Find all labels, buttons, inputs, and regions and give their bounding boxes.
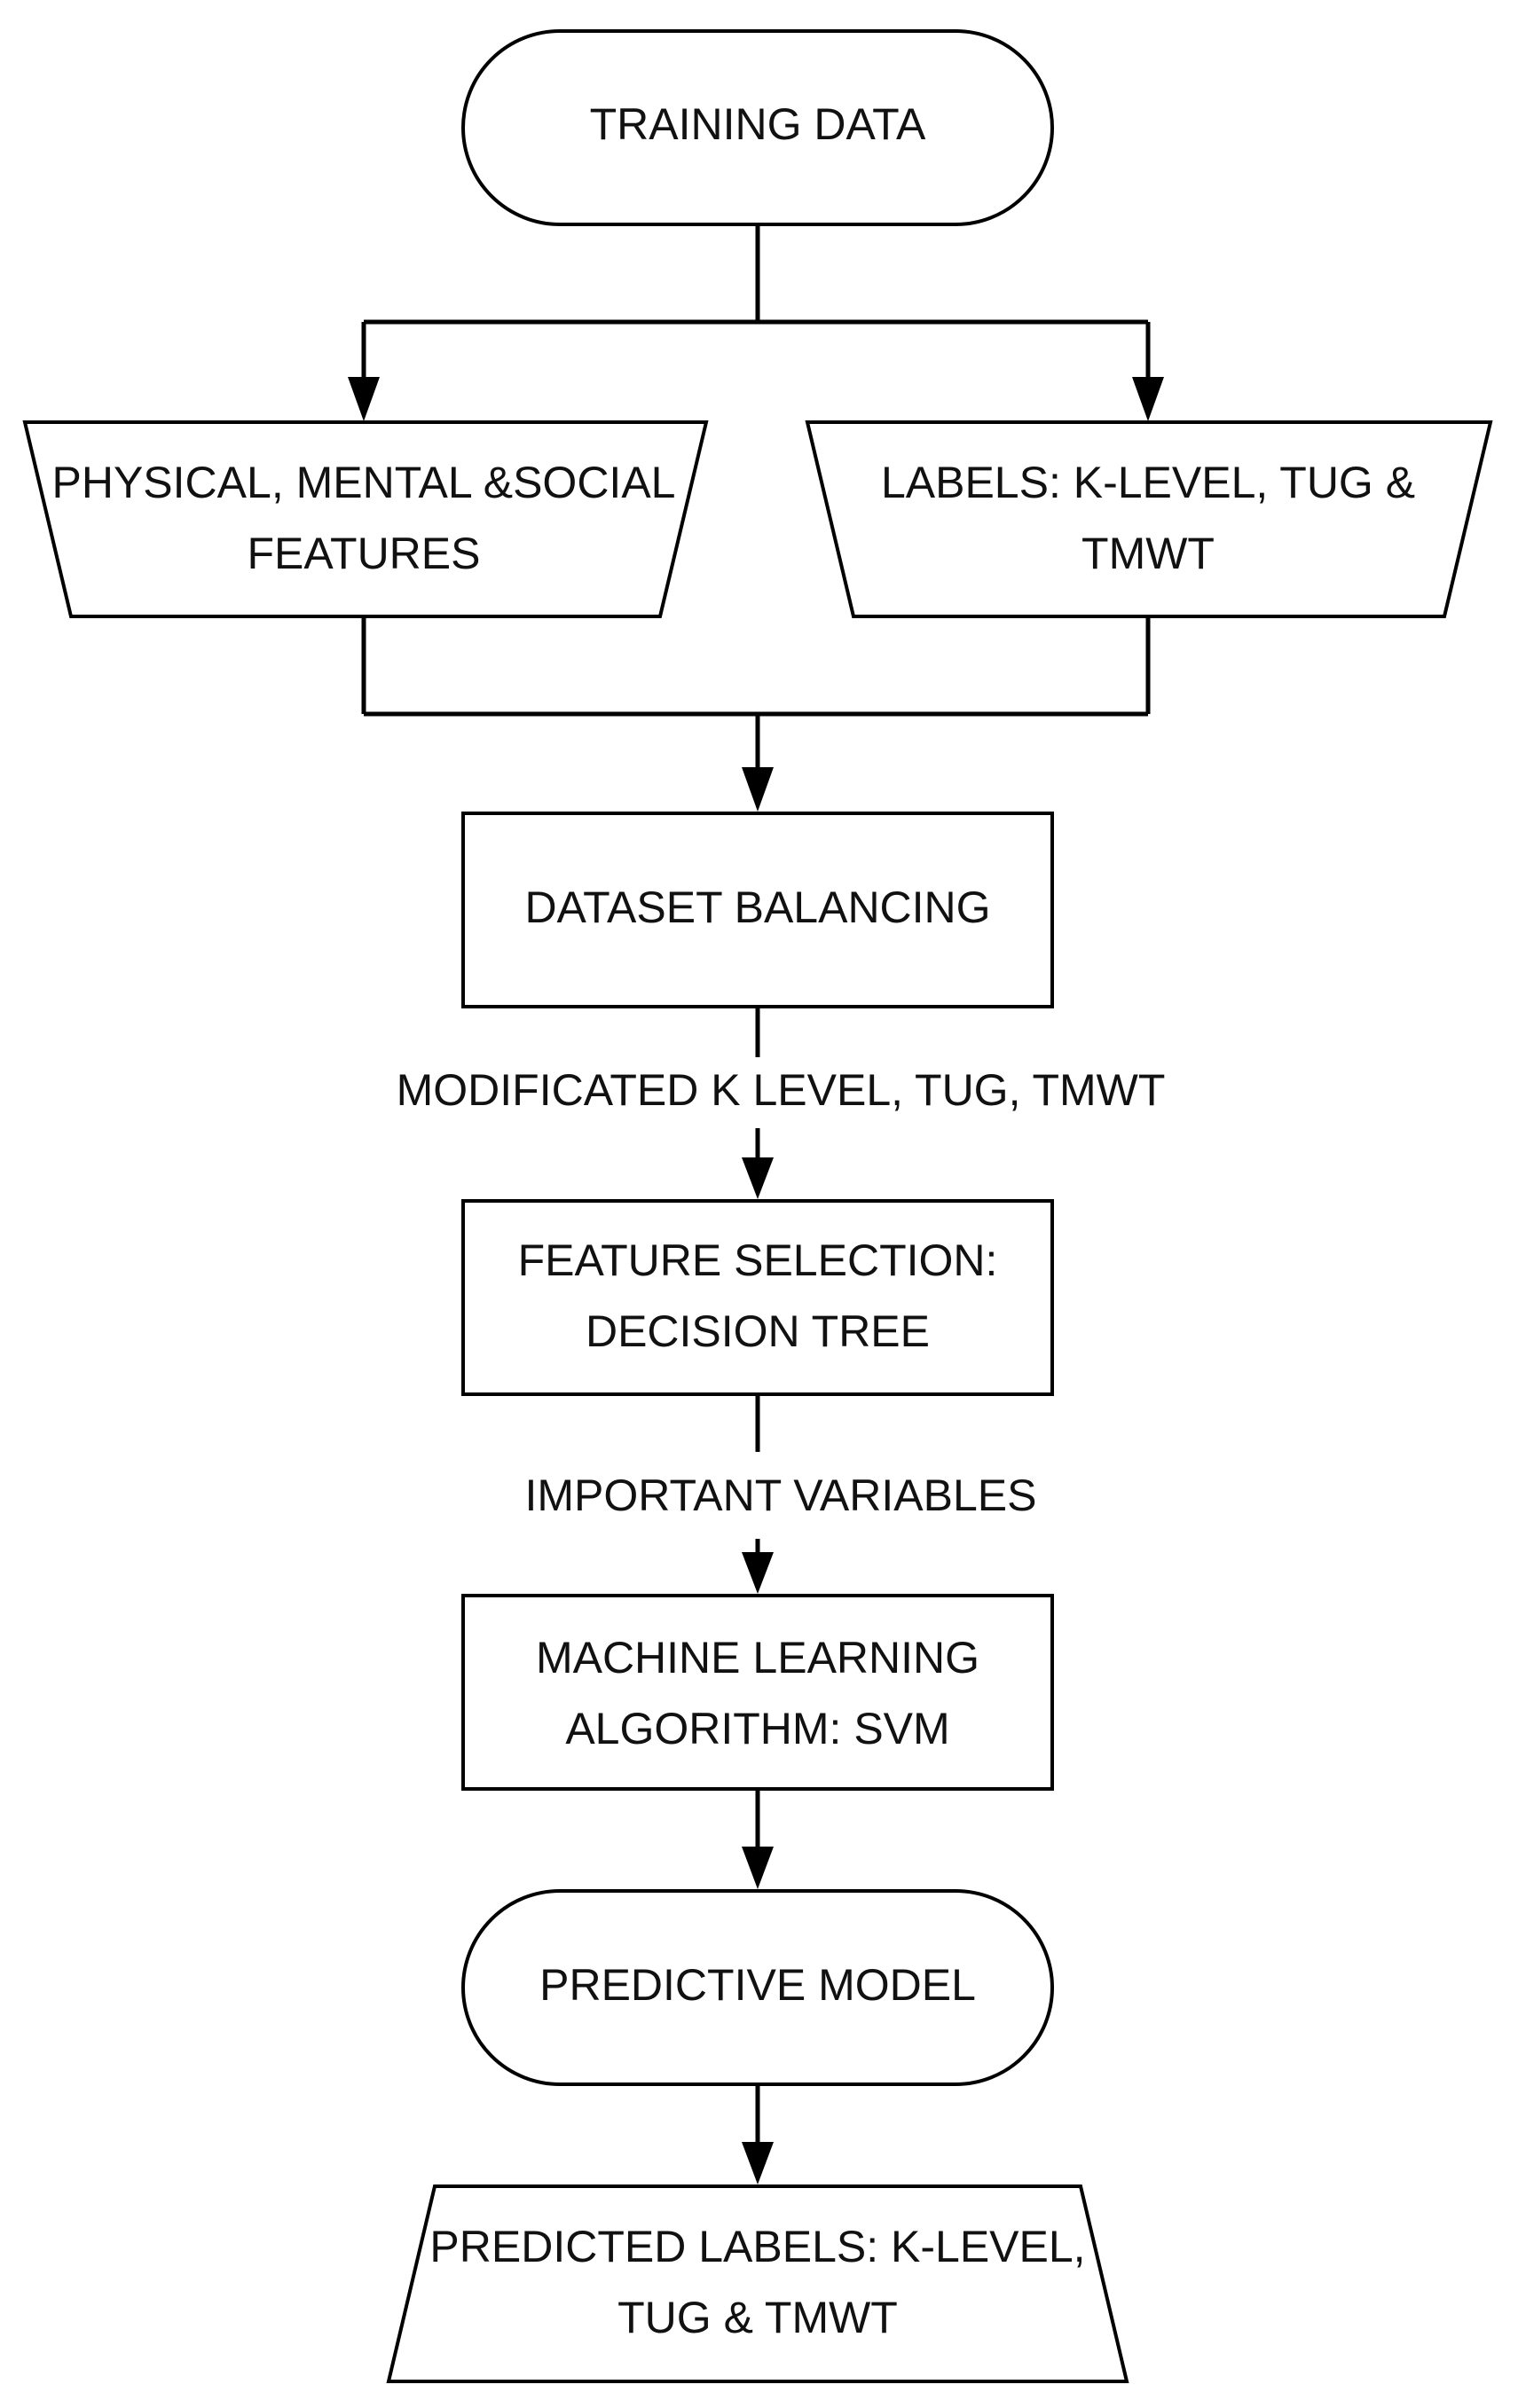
arrowhead-to-labels	[1132, 377, 1164, 421]
features-label-line2: FEATURES	[248, 529, 481, 578]
ml-to-model-connector	[742, 1789, 774, 1889]
predictive-model-label: PREDICTIVE MODEL	[539, 1960, 976, 2010]
predicted-labels-output-node: PREDICTED LABELS: K-LEVEL, TUG & TMWT	[386, 2184, 1129, 2383]
dataset-balancing-label: DATASET BALANCING	[524, 882, 990, 932]
labels-input-node: LABELS: K-LEVEL, TUG & TMWT	[805, 420, 1493, 618]
selection-to-ml-connector: IMPORTANT VARIABLES	[524, 1394, 1037, 1594]
ml-algorithm-label-line1: MACHINE LEARNING	[536, 1633, 979, 1682]
training-data-node: TRAINING DATA	[461, 29, 1054, 226]
dataset-balancing-node: DATASET BALANCING	[461, 812, 1054, 1008]
labels-label-line1: LABELS: K-LEVEL, TUG &	[881, 458, 1415, 507]
arrowhead-to-features	[348, 377, 380, 421]
predicted-labels-line2: TUG & TMWT	[617, 2293, 898, 2342]
feature-selection-node: FEATURE SELECTION: DECISION TREE	[461, 1199, 1054, 1396]
ml-algorithm-node: MACHINE LEARNING ALGORITHM: SVM	[461, 1594, 1054, 1791]
predictive-model-node: PREDICTIVE MODEL	[461, 1889, 1054, 2086]
modificated-labels-edge-label: MODIFICATED K LEVEL, TUG, TMWT	[397, 1065, 1166, 1115]
important-variables-edge-label: IMPORTANT VARIABLES	[524, 1471, 1036, 1520]
feature-selection-label-line2: DECISION TREE	[586, 1306, 930, 1356]
arrowhead-to-output	[742, 2142, 774, 2184]
predicted-labels-line1: PREDICTED LABELS: K-LEVEL,	[429, 2222, 1085, 2271]
training-data-label: TRAINING DATA	[590, 99, 926, 149]
arrowhead-to-model	[742, 1847, 774, 1889]
arrowhead-to-balancing	[742, 767, 774, 812]
labels-label-line2: TMWT	[1081, 529, 1215, 578]
balancing-to-selection-connector: MODIFICATED K LEVEL, TUG, TMWT	[397, 1007, 1166, 1199]
ml-algorithm-label-line2: ALGORITHM: SVM	[565, 1704, 949, 1753]
model-to-output-connector	[742, 2084, 774, 2184]
arrowhead-to-ml	[742, 1552, 774, 1594]
features-label-line1: PHYSICAL, MENTAL &SOCIAL	[52, 458, 676, 507]
feature-selection-label-line1: FEATURE SELECTION:	[518, 1235, 998, 1285]
split-connector	[348, 224, 1164, 421]
arrowhead-to-selection	[742, 1157, 774, 1199]
merge-connector	[361, 616, 1151, 812]
features-input-node: PHYSICAL, MENTAL &SOCIAL FEATURES	[22, 420, 709, 618]
